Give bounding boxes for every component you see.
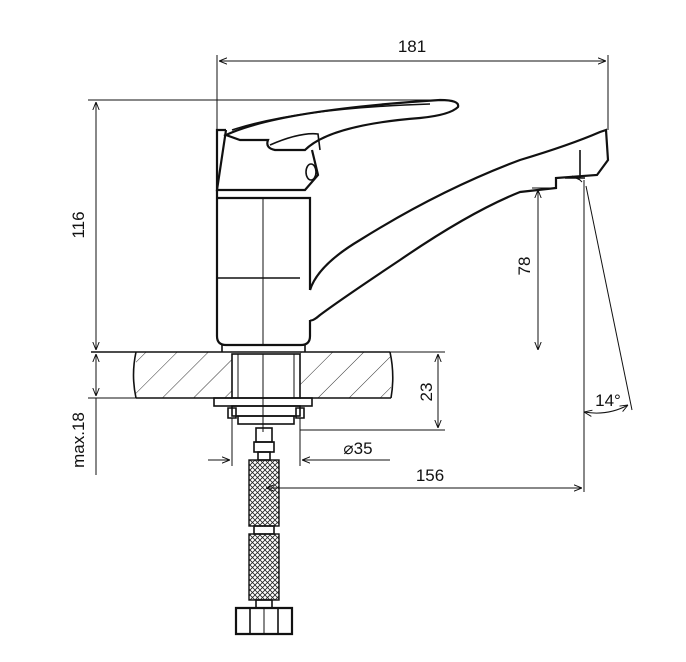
dim-label-78: 78 — [515, 257, 534, 276]
faucet-body — [215, 98, 610, 352]
dimension-max-thickness: max.18 — [69, 354, 136, 475]
mounting-hardware — [213, 353, 313, 636]
dim-label-116: 116 — [69, 211, 88, 238]
dim-label-14deg: 14° — [595, 391, 621, 410]
countertop — [91, 351, 394, 399]
dimension-plate-thickness: 23 — [300, 351, 445, 431]
dimension-total-width: 181 — [216, 37, 609, 198]
dimension-spout-height: 78 — [515, 187, 556, 350]
dimension-diameter: ⌀35 — [208, 418, 390, 466]
dim-label-max18: max.18 — [69, 412, 88, 468]
dim-label-diameter35: ⌀35 — [343, 439, 372, 458]
dim-label-181: 181 — [398, 37, 426, 56]
dimension-spout-reach: 156 — [266, 466, 582, 488]
dimension-spout-angle: 14° — [584, 180, 633, 492]
dimension-height: 116 — [69, 99, 450, 350]
dim-label-23: 23 — [417, 383, 436, 402]
dim-label-156: 156 — [416, 466, 444, 485]
